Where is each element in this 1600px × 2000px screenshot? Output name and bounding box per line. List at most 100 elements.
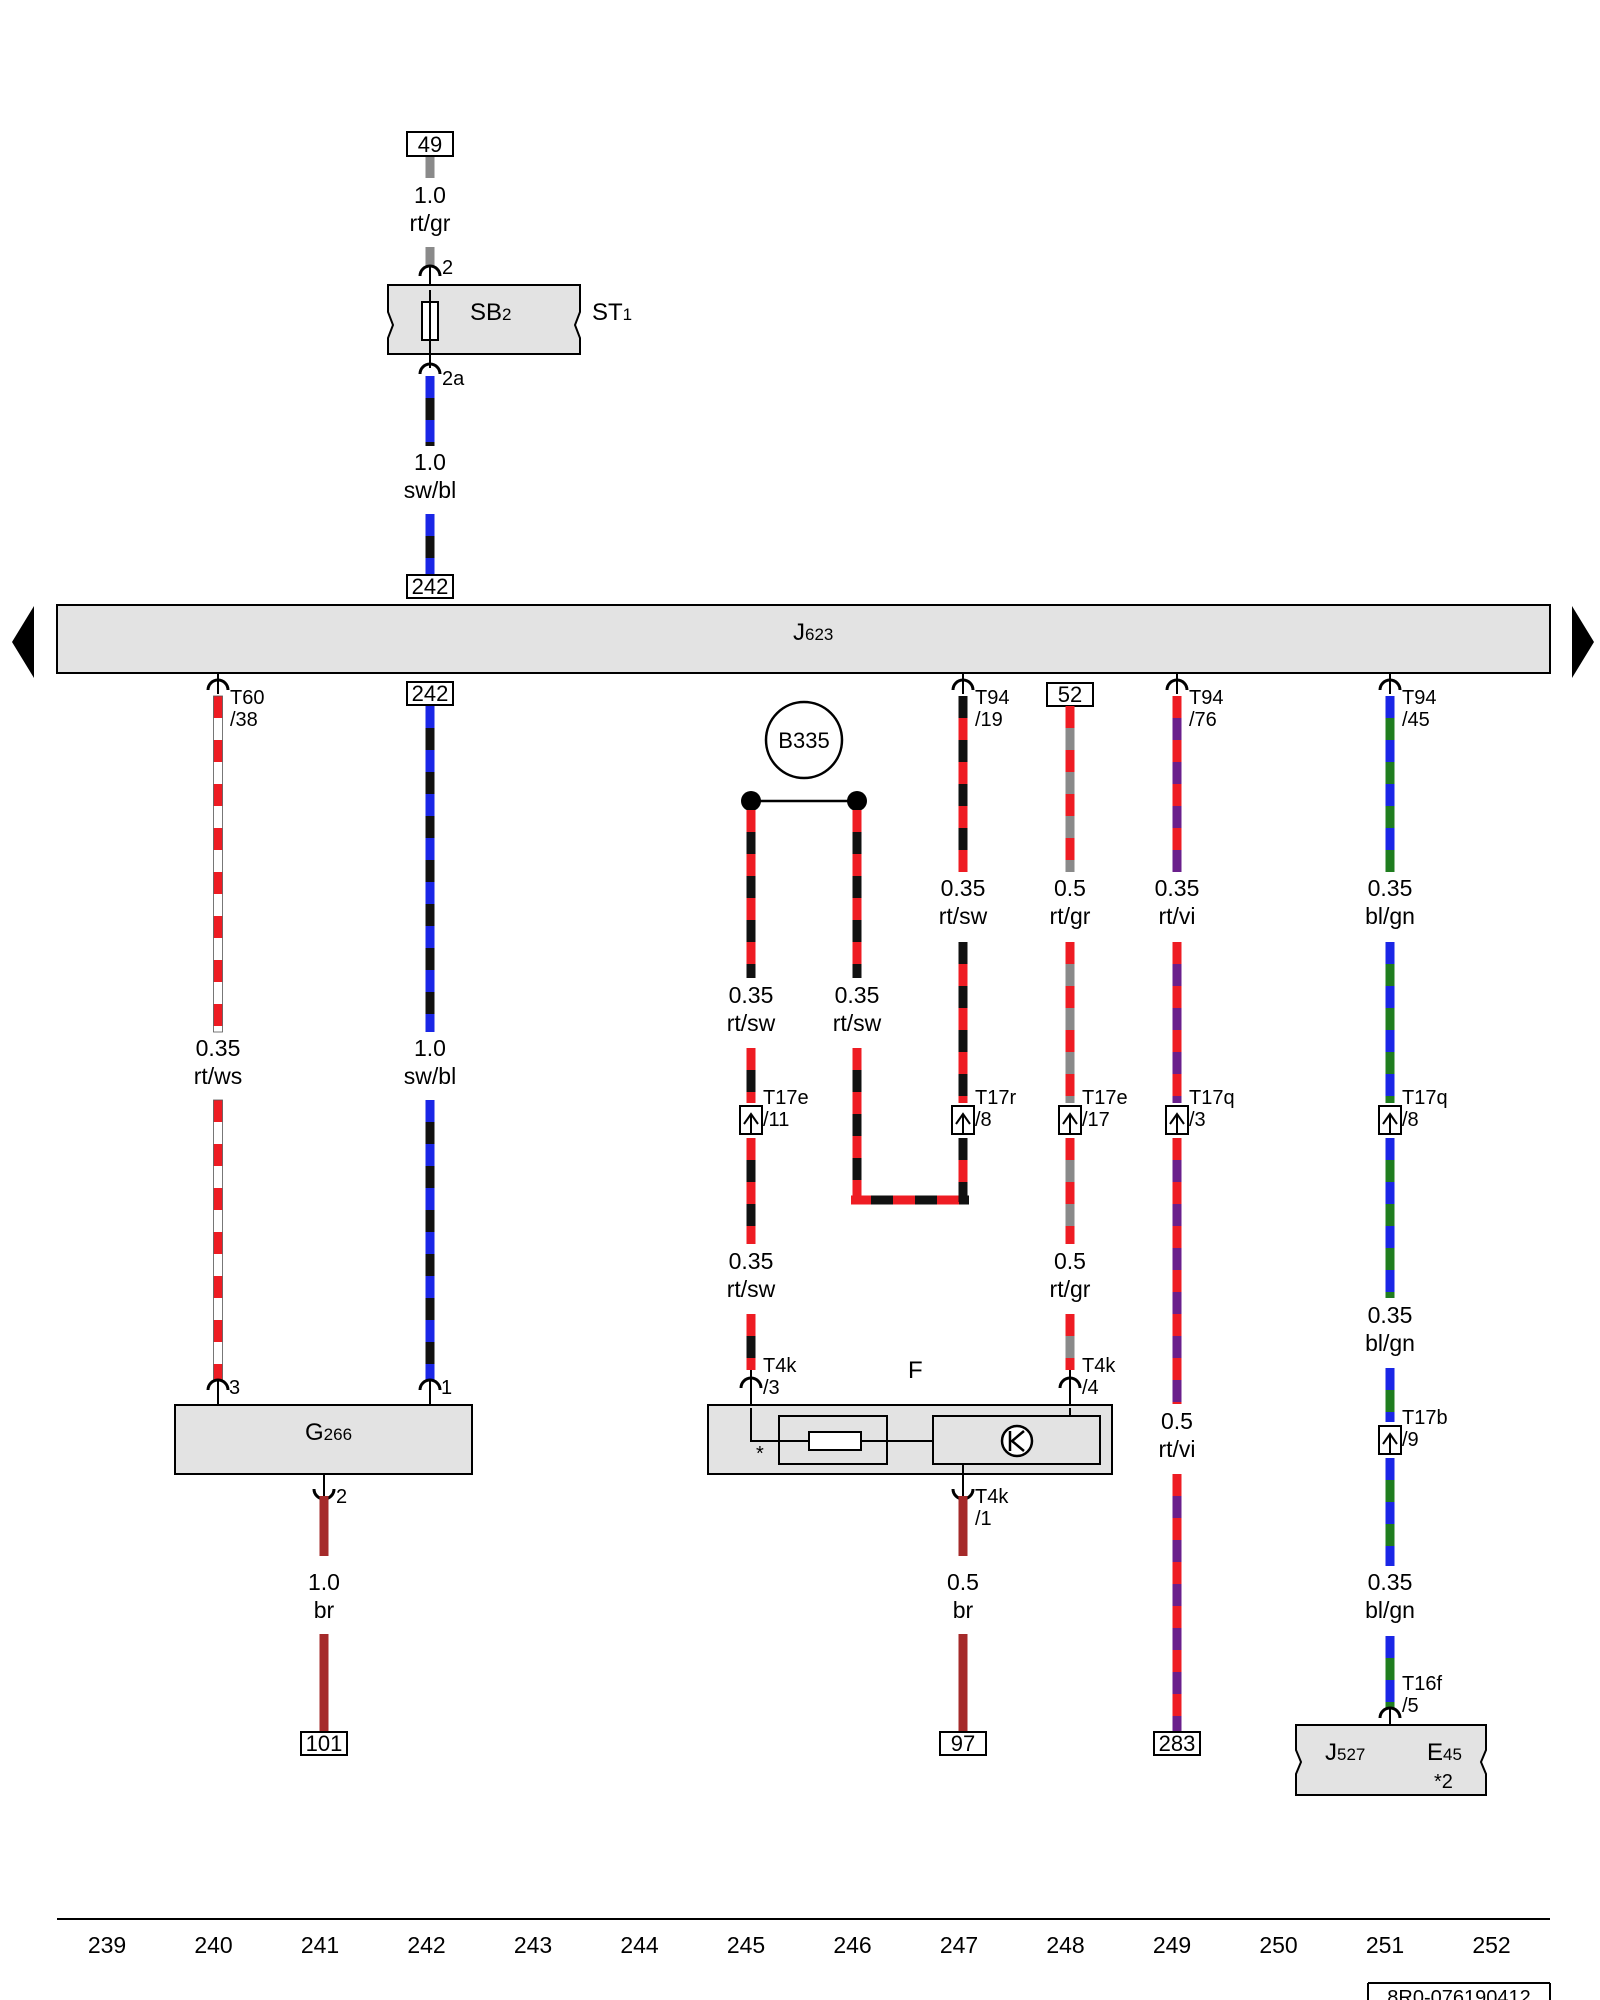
conn-t17r-8: T17r/8	[975, 1087, 1016, 1131]
wire-t94-19-color: rt/sw	[939, 903, 988, 929]
ref-242-bottom: 242	[412, 681, 449, 706]
ref-101: 101	[306, 1731, 343, 1756]
wire-t94-19-gauge: 0.35	[941, 875, 986, 901]
ref-97-box	[939, 1731, 987, 1756]
grid-number: 240	[194, 1932, 232, 1958]
pressure-switch-icon	[1000, 1424, 1034, 1458]
conn-t94-76: T94/76	[1189, 687, 1223, 731]
wire-52-color: rt/gr	[1050, 903, 1091, 929]
terminal-top-box	[406, 131, 454, 157]
switch-conn-3: T4k/3	[763, 1355, 797, 1399]
wire-sw-bl-gauge: 1.0	[414, 1035, 446, 1061]
wire-rt-ws[interactable]	[213, 695, 223, 1381]
sensor-g266[interactable]	[174, 1404, 473, 1475]
fuse-box-name: SB2	[470, 299, 511, 326]
sensor-name: G266	[305, 1419, 352, 1446]
next-page-arrow[interactable]	[1572, 606, 1594, 678]
wire-bridge-right-gauge: 0.35	[835, 982, 880, 1008]
wire-bl-gn-2-gauge: 0.35	[1368, 1302, 1413, 1328]
grid-number: 250	[1259, 1932, 1297, 1958]
ref-52: 52	[1058, 682, 1082, 707]
ecu-name: J623	[793, 619, 833, 646]
module-j527-e45[interactable]	[1295, 1724, 1487, 1796]
grid-number: 244	[620, 1932, 659, 1958]
wire-rt-vi-2-color: rt/vi	[1158, 1436, 1195, 1462]
wire-bl-gn-gauge: 0.35	[1368, 875, 1413, 901]
wire-top-a-color: rt/gr	[410, 210, 451, 236]
grid-number: 251	[1366, 1932, 1404, 1958]
wire-top-b-color: sw/bl	[404, 477, 456, 503]
switch-element-box	[932, 1415, 1101, 1465]
wire-bridge-right-color: rt/sw	[833, 1010, 882, 1036]
grid-number: 243	[514, 1932, 552, 1958]
conn-t17e-11: T17e/11	[763, 1087, 809, 1131]
wire-top-b-gauge: 1.0	[414, 449, 446, 475]
wire-bl-gn-2-color: bl/gn	[1365, 1330, 1415, 1356]
doc-number: 8R0-076190412	[1387, 1987, 1530, 2000]
sensor-pin-3: 3	[229, 1377, 240, 1399]
wire-rt-vi-2-gauge: 0.5	[1161, 1408, 1193, 1434]
ref-242-bottom-box	[406, 681, 454, 706]
fuse-pin-out: 2a	[442, 368, 465, 390]
ground-label: B335	[778, 728, 829, 753]
grid-number: 239	[88, 1932, 126, 1958]
fuse-pin-out-symbol	[418, 362, 442, 375]
inline-connector-t17r-8[interactable]	[951, 1105, 975, 1135]
conn-t94-45: T94/45	[1402, 687, 1436, 731]
conn-t17q-3: T17q/3	[1189, 1087, 1235, 1131]
grid-number: 249	[1153, 1932, 1191, 1958]
ecu-j623[interactable]	[56, 604, 1551, 674]
module-name-a: J527	[1325, 1739, 1365, 1766]
inline-connector-t17q-3[interactable]	[1165, 1105, 1189, 1135]
wire-f-left-color: rt/sw	[727, 1276, 776, 1302]
sensor-pin-1: 1	[441, 1377, 452, 1399]
wire-f-right-color: rt/gr	[1050, 1276, 1091, 1302]
wire-bl-gn-3-color: bl/gn	[1365, 1597, 1415, 1623]
ground-b335[interactable]	[764, 700, 844, 780]
ref-283: 283	[1159, 1731, 1196, 1756]
wire-br-f-gauge: 0.5	[947, 1569, 979, 1595]
terminal-top-label: 49	[418, 132, 442, 157]
module-name-b: E45	[1427, 1739, 1462, 1766]
wire-sw-bl-color: sw/bl	[404, 1063, 456, 1089]
grid-number: 247	[940, 1932, 978, 1958]
wire-br-g-gauge: 1.0	[308, 1569, 340, 1595]
conn-t94-19: T94/19	[975, 687, 1009, 731]
conn-t60-38: T60/38	[230, 687, 264, 731]
inline-connector-t17b-9[interactable]	[1378, 1425, 1402, 1455]
wire-f-left-gauge: 0.35	[729, 1248, 774, 1274]
grid-number: 246	[833, 1932, 871, 1958]
wire-bl-gn-3-gauge: 0.35	[1368, 1569, 1413, 1595]
wire-52-gauge: 0.5	[1054, 875, 1086, 901]
grid-number: 252	[1472, 1932, 1510, 1958]
ref-242-top-box	[406, 574, 454, 599]
switch-conn-4: T4k/4	[1082, 1355, 1116, 1399]
wire-rt-ws-color: rt/ws	[194, 1063, 243, 1089]
module-note: *2	[1434, 1771, 1453, 1793]
wire-bridge-left-gauge: 0.35	[729, 982, 774, 1008]
inline-connector-t17q-8[interactable]	[1378, 1105, 1402, 1135]
conn-t16f-5: T16f/5	[1402, 1673, 1442, 1717]
inline-connector-t17e-17[interactable]	[1058, 1105, 1082, 1135]
wire-f-right-gauge: 0.5	[1054, 1248, 1086, 1274]
wire-rt-ws-gauge: 0.35	[196, 1035, 241, 1061]
inline-connector-t17e-11[interactable]	[739, 1105, 763, 1135]
conn-t17b-9: T17b/9	[1402, 1407, 1448, 1451]
fuse-pin-in: 2	[442, 257, 453, 279]
conn-t17e-17: T17e/17	[1082, 1087, 1128, 1131]
conn-t17q-8: T17q/8	[1402, 1087, 1448, 1131]
ref-101-box	[300, 1731, 348, 1756]
ref-283-box	[1153, 1731, 1201, 1756]
switch-name: F	[908, 1357, 923, 1384]
sensor-pin-2: 2	[336, 1486, 347, 1508]
wire-top-a-gauge: 1.0	[414, 182, 446, 208]
resistor-symbol	[808, 1431, 862, 1451]
wire-bl-gn-color: bl/gn	[1365, 903, 1415, 929]
wire-br-f-color: br	[953, 1597, 974, 1623]
ref-242-top: 242	[412, 574, 449, 599]
wire-rt-vi-gauge: 0.35	[1155, 875, 1200, 901]
grid-number: 241	[301, 1932, 339, 1958]
grid-number: 245	[727, 1932, 765, 1958]
prev-page-arrow[interactable]	[12, 606, 34, 678]
